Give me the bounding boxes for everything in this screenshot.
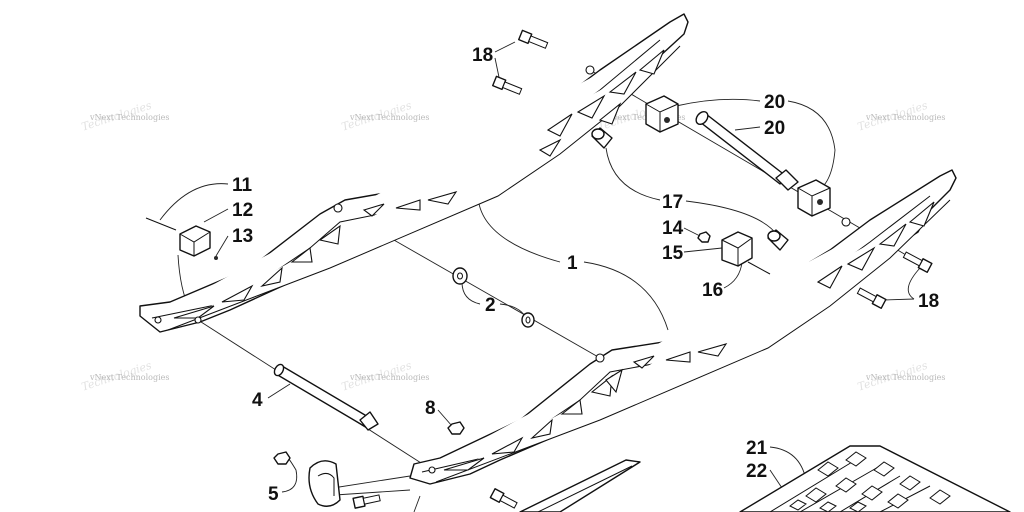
block-19-a: [645, 95, 679, 133]
block-19-b: [797, 179, 831, 217]
watermark-text: vNext Technologies: [349, 373, 429, 382]
callout-18-top: 18: [472, 45, 493, 66]
bolt-18-right-a: [902, 251, 933, 273]
left-slide-rail: [139, 13, 689, 333]
watermark-text: vNext Technologies: [349, 113, 429, 122]
callout-18-right: 18: [918, 291, 939, 312]
callout-12: 12: [232, 200, 253, 221]
callout-20: 20: [764, 118, 785, 139]
nut-5: [273, 451, 291, 465]
track-section: [739, 445, 1011, 512]
callout-22: 22: [746, 461, 767, 482]
bolt-18-top-a: [518, 29, 549, 49]
pin-16: [747, 261, 771, 275]
callout-13: 13: [232, 226, 253, 247]
callout-11: 11: [232, 175, 253, 196]
watermark-text: vNext Technologies: [89, 113, 169, 122]
callout-15: 15: [662, 243, 684, 264]
right-slide-rail: [409, 169, 957, 485]
block-15: [721, 231, 753, 267]
callout-5: 5: [268, 484, 279, 505]
callout-2: 2: [485, 295, 496, 316]
axle-20: [695, 110, 799, 191]
callout-19: 20: [764, 92, 785, 113]
callout-14: 14: [662, 218, 684, 239]
bolt-18-top-b: [492, 75, 523, 95]
watermark-text: vNext Technologies: [89, 373, 169, 382]
wear-strip: [519, 459, 641, 512]
callout-16: 16: [702, 280, 723, 301]
bolt-18-right-b: [856, 287, 887, 309]
watermark-text: vNext Technologies: [865, 113, 945, 122]
watermark-text: vNext Technologies: [605, 113, 685, 122]
nut-8: [447, 421, 465, 435]
nut-14: [697, 231, 711, 243]
callout-1: 1: [567, 253, 578, 274]
callout-4: 4: [252, 390, 263, 411]
callout-17: 17: [662, 192, 683, 213]
hardware-parts: [145, 29, 1011, 512]
pin-11: [145, 217, 177, 231]
clip-13: [214, 256, 218, 260]
callout-21: 21: [746, 438, 768, 459]
watermark-text: vNext Technologies: [865, 373, 945, 382]
axle-4: [273, 363, 379, 431]
callout-8: 8: [425, 398, 436, 419]
callout-labels: 18 20 20 17 11 12 13 14 15 1 16 18 2 4 8…: [232, 45, 939, 505]
